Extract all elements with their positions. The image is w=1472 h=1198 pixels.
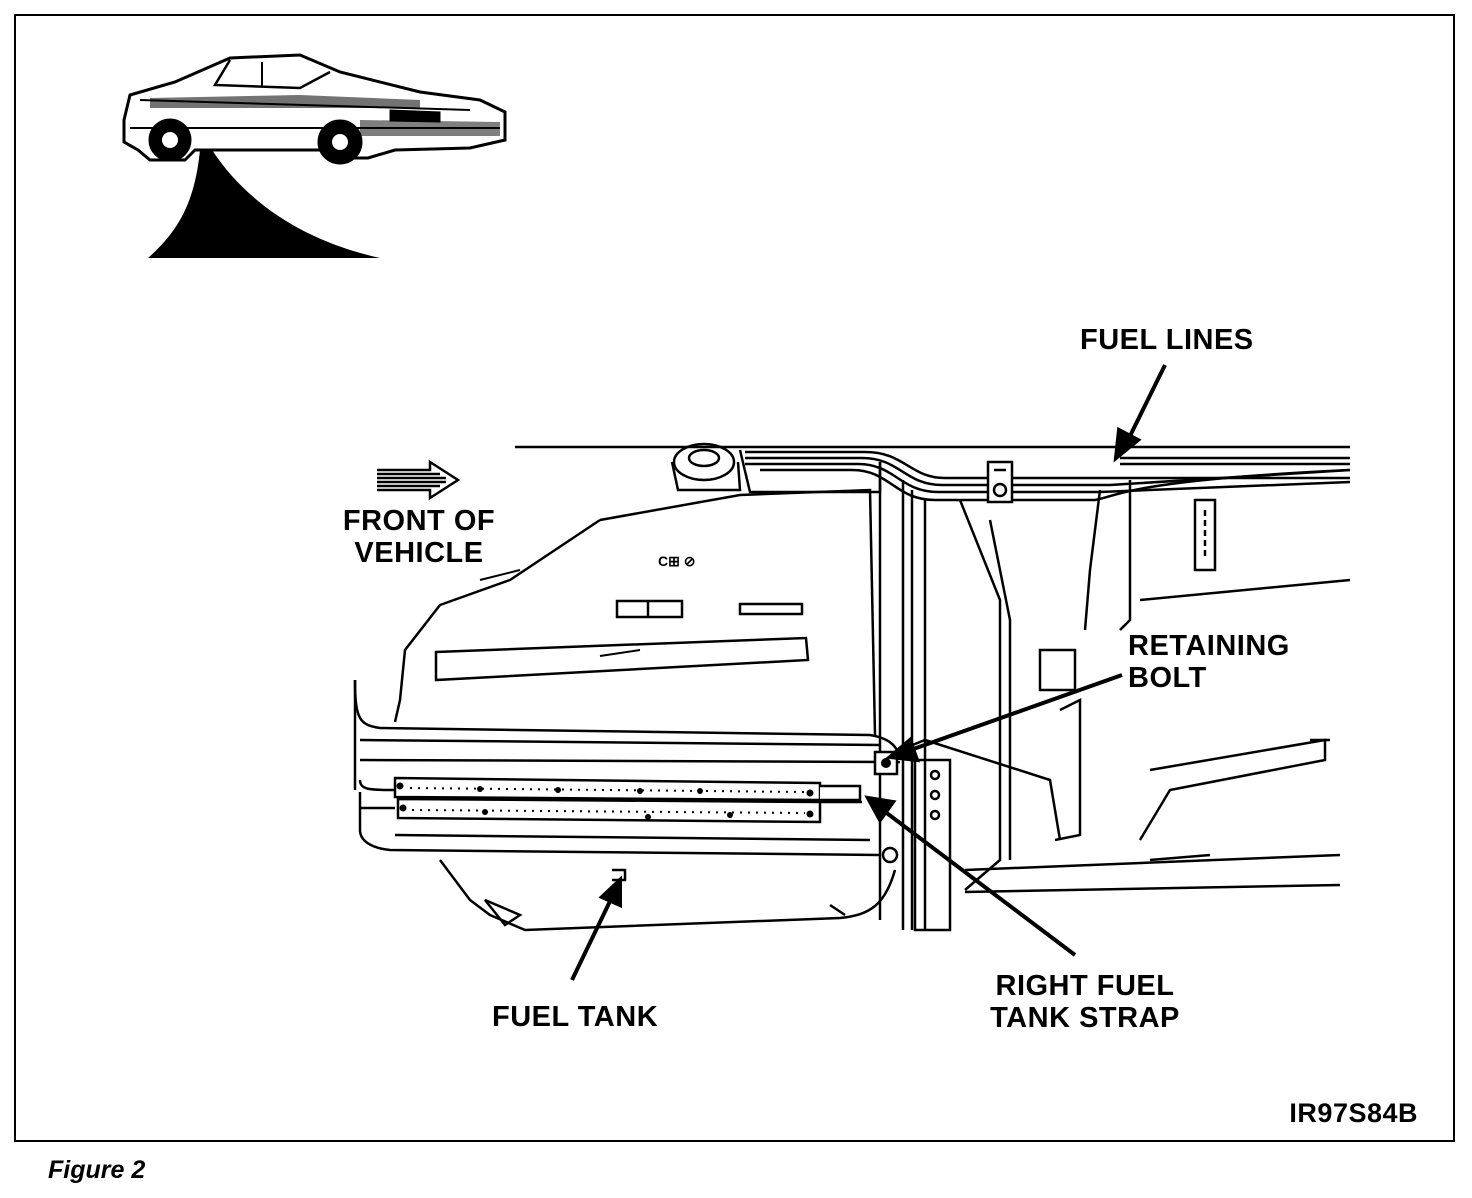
right-strap-line1: RIGHT FUEL [995,970,1175,1002]
front-of-vehicle-line2: VEHICLE [354,537,484,569]
fuel-tank [353,442,902,932]
front-of-vehicle-line1: FRONT OF [342,505,496,537]
tank-stamp-mark: C⊞ ⊘ [658,553,695,569]
front-of-vehicle-label: FRONT OF VEHICLE [330,505,508,569]
fuel-lines-label: FUEL LINES [1080,324,1254,356]
retaining-bolt-line1: RETAINING [1128,630,1290,662]
retaining-bolt-label: RETAINING BOLT [1128,630,1290,694]
figure-frame [14,14,1455,1142]
fuel-tank-label: FUEL TANK [492,1001,659,1033]
vehicle-thumbnail-icon [122,53,507,258]
fuel-lines [745,450,1351,504]
leader-arrows [570,364,1167,981]
strap-dots [396,758,891,820]
right-fuel-tank-strap-label: RIGHT FUEL TANK STRAP [975,970,1195,1034]
vehicle-underbody [515,445,1351,932]
right-strap-line2: TANK STRAP [990,1002,1180,1034]
retaining-bolt-line2: BOLT [1128,662,1207,694]
front-arrow-icon [377,459,461,501]
figure-code: IR97S84B [1289,1098,1418,1128]
figure-caption: Figure 2 [48,1156,146,1184]
strap-dashes [409,787,806,814]
right-fuel-tank-strap [393,750,899,824]
